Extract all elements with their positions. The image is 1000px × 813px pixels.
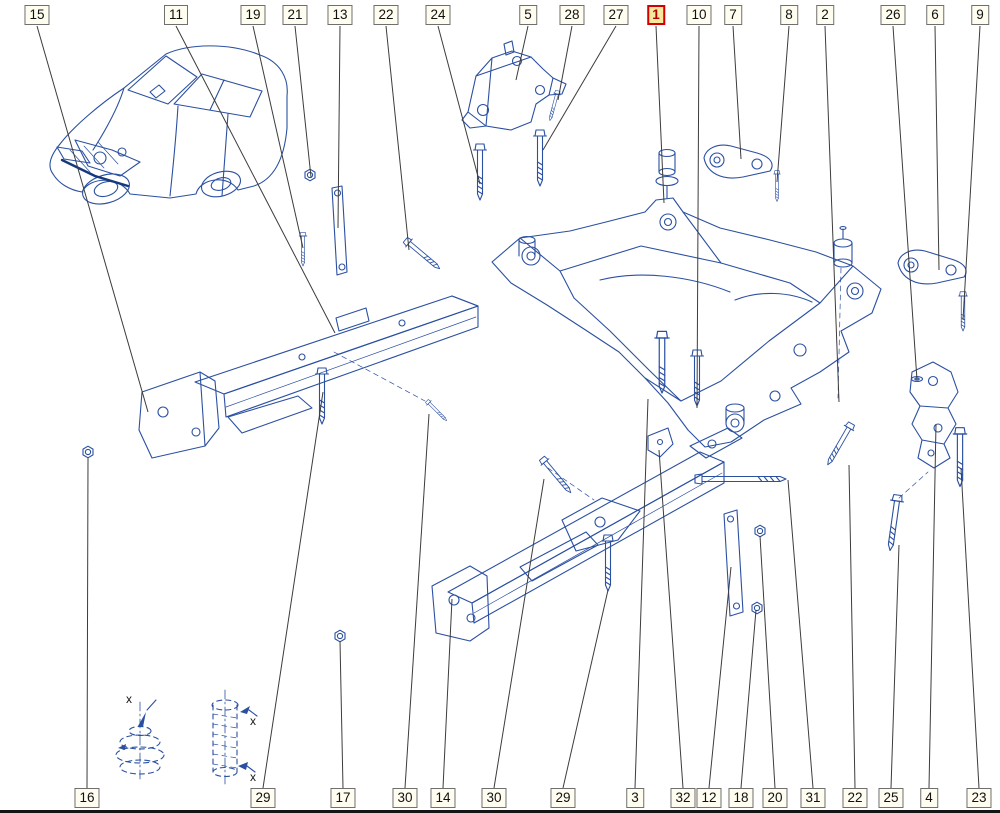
side-bracket-right-illustration — [909, 361, 959, 469]
subframe-illustration — [491, 197, 882, 448]
dim-x-label: x — [126, 692, 132, 706]
callout-22[interactable]: 22 — [842, 788, 868, 808]
leader-line-30 — [493, 478, 545, 789]
leader-line-30 — [404, 413, 430, 789]
callout-27[interactable]: 27 — [603, 5, 629, 25]
callout-4[interactable]: 4 — [920, 788, 938, 808]
callout-31[interactable]: 31 — [800, 788, 826, 808]
callout-6[interactable]: 6 — [926, 5, 944, 25]
callout-25[interactable]: 25 — [878, 788, 904, 808]
long-horizontal-bolt-illustration — [694, 473, 787, 485]
leader-line-2 — [824, 25, 840, 403]
leader-line-31 — [787, 479, 814, 789]
callout-18[interactable]: 18 — [728, 788, 754, 808]
leader-line-10 — [696, 25, 700, 409]
callout-19[interactable]: 19 — [240, 5, 266, 25]
leader-line-29 — [562, 589, 609, 789]
leader-line-18 — [740, 609, 757, 789]
leader-line-4 — [928, 423, 937, 789]
dim-x-label: x — [250, 714, 256, 728]
callout-17[interactable]: 17 — [330, 788, 356, 808]
car-illustration — [49, 45, 288, 205]
leader-line-19 — [252, 25, 304, 249]
leader-line-29 — [262, 391, 324, 789]
callout-13[interactable]: 13 — [327, 5, 353, 25]
leader-line-25 — [890, 544, 900, 789]
callout-9[interactable]: 9 — [971, 5, 989, 25]
callout-28[interactable]: 28 — [559, 5, 585, 25]
callout-32[interactable]: 32 — [670, 788, 696, 808]
callout-21[interactable]: 21 — [282, 5, 308, 25]
leader-line-28 — [557, 25, 573, 101]
callout-29[interactable]: 29 — [250, 788, 276, 808]
callout-8[interactable]: 8 — [780, 5, 798, 25]
leader-line-13 — [337, 25, 341, 229]
callout-26[interactable]: 26 — [880, 5, 906, 25]
callout-14[interactable]: 14 — [430, 788, 456, 808]
dimension-diagram-grommet: x — [115, 692, 165, 783]
callout-24[interactable]: 24 — [425, 5, 451, 25]
dimension-diagram-stud: x x — [211, 689, 258, 787]
callout-1-selected[interactable]: 1 — [647, 5, 665, 25]
callout-20[interactable]: 20 — [762, 788, 788, 808]
fasteners-illustration — [82, 89, 968, 643]
leader-line-17 — [339, 640, 344, 789]
leader-line-26 — [892, 25, 918, 381]
leader-line-23 — [960, 467, 980, 789]
leader-line-21 — [294, 25, 312, 178]
leader-line-20 — [759, 535, 776, 789]
stay-links-illustration — [331, 185, 744, 617]
callout-15[interactable]: 15 — [24, 5, 50, 25]
leader-line-24 — [437, 25, 481, 185]
leader-line-22 — [848, 464, 856, 789]
callout-3[interactable]: 3 — [626, 788, 644, 808]
leader-line-7 — [732, 25, 742, 160]
callout-22[interactable]: 22 — [373, 5, 399, 25]
leader-line-22 — [385, 25, 410, 251]
body-mount-illustration — [655, 148, 679, 199]
callout-30[interactable]: 30 — [392, 788, 418, 808]
side-member-left-illustration — [138, 295, 479, 459]
leader-line-14 — [442, 598, 453, 789]
callout-16[interactable]: 16 — [74, 788, 100, 808]
leader-line-9 — [962, 25, 981, 321]
leader-line-32 — [658, 449, 684, 789]
leader-line-6 — [934, 25, 940, 271]
callout-2[interactable]: 2 — [816, 5, 834, 25]
callout-5[interactable]: 5 — [519, 5, 537, 25]
callout-10[interactable]: 10 — [686, 5, 712, 25]
leader-line-8 — [776, 25, 790, 183]
callout-12[interactable]: 12 — [696, 788, 722, 808]
dim-x-label: x — [250, 770, 256, 784]
callout-29[interactable]: 29 — [550, 788, 576, 808]
callout-11[interactable]: 11 — [163, 5, 189, 25]
leader-line-11 — [175, 25, 336, 334]
callout-7[interactable]: 7 — [724, 5, 742, 25]
leader-line-12 — [708, 566, 732, 789]
leader-line-3 — [634, 398, 649, 789]
leader-line-27 — [542, 25, 617, 151]
leader-line-16 — [86, 457, 89, 789]
leader-line-1 — [655, 25, 665, 204]
leader-line-5 — [515, 25, 529, 81]
engine-mount-bracket-illustration — [461, 40, 567, 131]
leader-line-15 — [36, 25, 149, 413]
callout-30[interactable]: 30 — [481, 788, 507, 808]
torque-arm-upper-illustration — [703, 144, 773, 179]
callout-23[interactable]: 23 — [966, 788, 992, 808]
